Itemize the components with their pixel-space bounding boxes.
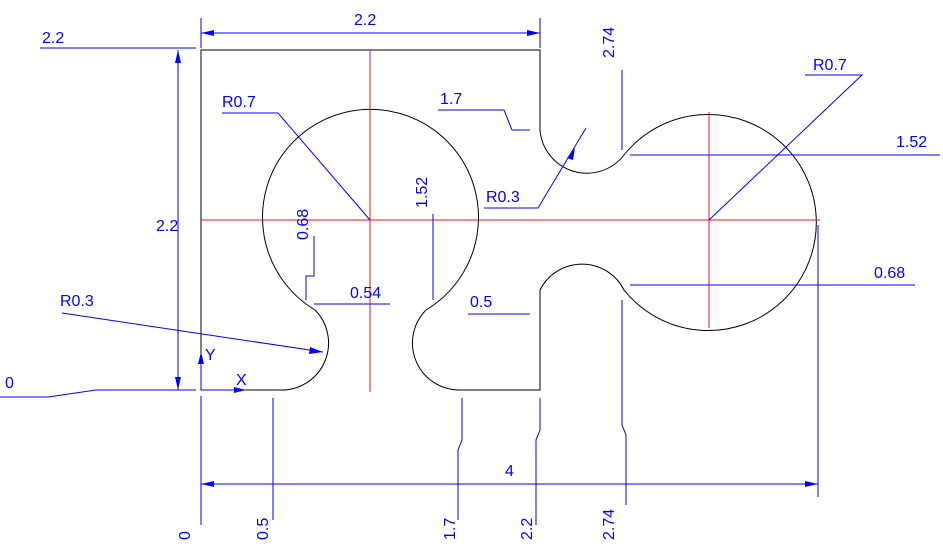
x-zero-label: 0 (177, 531, 194, 540)
y-1-7-leader (438, 109, 530, 131)
arrow-head (527, 30, 540, 36)
x-2-2-extension (535, 398, 541, 525)
overall-width-label: 4 (505, 463, 514, 480)
rib-height-leader (305, 236, 315, 300)
y-1-7-label: 1.7 (440, 91, 462, 108)
y-zero-label: 0 (5, 375, 14, 392)
arrow-head (201, 481, 214, 487)
arrow-head (201, 30, 214, 36)
arrow-head (198, 352, 204, 364)
arrow-head (175, 377, 181, 390)
y-zero-leader (0, 389, 196, 398)
radius-left-label: R0.7 (222, 94, 256, 111)
slot-height-label: 1.52 (414, 177, 431, 208)
rib-height-label: 0.68 (295, 209, 312, 240)
axis-y-label: Y (205, 347, 216, 364)
top-width-label: 2.2 (354, 12, 376, 29)
radius-right-leader (708, 74, 864, 221)
arrow-head (234, 387, 246, 393)
radius-right-label: R0.7 (813, 57, 847, 74)
x-1-7-extension (457, 398, 463, 520)
left-height-label: 2.2 (156, 218, 178, 235)
radius-bottom-left-leader (61, 312, 324, 353)
arrow-head (567, 148, 575, 160)
arrow-head (805, 481, 818, 487)
centerlines (201, 50, 820, 392)
x-2-74-extension (621, 300, 627, 505)
x-1-7-label: 1.7 (442, 518, 459, 540)
radius-neck-label: R0.3 (486, 189, 520, 206)
rib-offset-label: 0.54 (350, 285, 381, 302)
dimension-lines (0, 18, 940, 525)
y-0-68-right-label: 0.68 (874, 265, 905, 282)
arrow-head (309, 347, 323, 354)
x-0-5-label: 0.5 (255, 518, 272, 540)
arrow-head (175, 50, 181, 63)
dimension-labels: 2.2 2.2 2.2 R0.7 1.7 R0.3 R0.7 1.52 0.68… (5, 12, 927, 540)
radius-left-leader (222, 112, 371, 221)
x-top-2-74-label: 2.74 (601, 27, 618, 58)
slot-half-label: 0.5 (470, 294, 492, 311)
y-1-52-right-label: 1.52 (896, 134, 927, 151)
y-top-label: 2.2 (42, 30, 64, 47)
axis-x-label: X (236, 372, 247, 389)
x-2-2-label: 2.2 (519, 518, 536, 540)
x-2-74-label: 2.74 (601, 509, 618, 540)
radius-bottom-left-label: R0.3 (60, 293, 94, 310)
